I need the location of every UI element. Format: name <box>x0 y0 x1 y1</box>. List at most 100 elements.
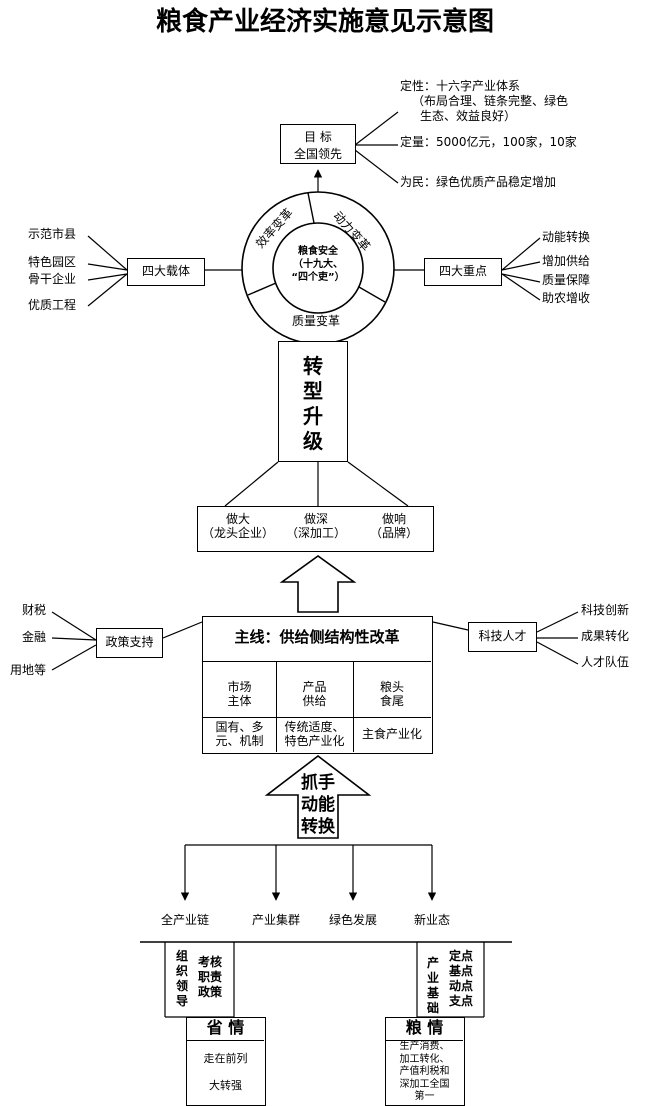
carrier-item-1: 示范市县 <box>28 227 77 241</box>
col-market-head: 市场 主体 <box>203 680 276 709</box>
base-right-col2-3: 动点 <box>449 979 474 993</box>
segment-quality: 质量变革 <box>292 314 341 328</box>
col-grain-head-1: 粮头 <box>379 680 404 694</box>
branch-cluster: 产业集群 <box>251 913 300 927</box>
do-box: 做大 （龙头企业） 做深 （深加工） 做响 （品牌） <box>197 506 434 552</box>
do-loud-label: 做响 <box>381 512 406 526</box>
do-deep-label: 做深 <box>303 512 328 526</box>
branch-full-chain: 全产业链 <box>160 913 209 927</box>
grasp-text: 抓手 动能 转换 <box>288 772 348 838</box>
policy-item-2: 金融 <box>22 630 47 644</box>
goal-label: 目 标 <box>304 130 332 144</box>
base-left-col1-2: 织 <box>175 964 188 978</box>
col-market-head-2: 主体 <box>227 693 252 708</box>
grain-divider <box>386 1040 463 1041</box>
do-big-detail: （龙头企业） <box>201 525 274 540</box>
carrier-item-4: 优质工程 <box>28 298 77 312</box>
base-left-col2-2: 职责 <box>198 970 223 984</box>
base-right-col1-1: 产 <box>426 956 439 970</box>
base-left-col1-1: 组 <box>175 949 188 963</box>
circle-center-line3: “四个吏”） <box>291 272 345 283</box>
col-product-body: 传统适度、 特色产业化 <box>276 720 353 749</box>
province-divider <box>187 1040 264 1041</box>
grain-line-3: 产值利税和 <box>399 1066 450 1077</box>
four-carriers-box: 四大载体 <box>127 258 205 286</box>
focus-item-2: 增加供给 <box>542 254 591 268</box>
mainline-col-divider-2 <box>353 661 354 752</box>
goal-qualitative: 定性：十六字产业体系 <box>400 79 521 93</box>
province-line2: 大转强 <box>209 1079 242 1092</box>
col-product-body-2: 特色产业化 <box>284 733 345 748</box>
province-pillar: 省 情 走在前列 大转强 <box>186 1017 266 1106</box>
carrier-item-3: 骨干企业 <box>28 272 77 286</box>
base-left-col1: 组 织 领 导 <box>172 949 192 1009</box>
goal-for-people: 为民：绿色优质产品稳定增加 <box>400 175 557 189</box>
col-market-head-1: 市场 <box>227 680 252 694</box>
circle-center-line1: 粮食安全 <box>298 246 338 257</box>
goal-quantitative: 定量：5000亿元，100家，10家 <box>400 135 577 149</box>
upgrade-box: 转 型 升 级 <box>278 341 348 462</box>
col-market-body-1: 国有、多 <box>215 720 264 734</box>
do-big-label: 做大 <box>225 512 250 526</box>
col-market-body: 国有、多 元、机制 <box>203 720 276 749</box>
upgrade-char-4: 级 <box>303 429 323 453</box>
base-left-col1-4: 导 <box>175 994 188 1008</box>
mainline-divider <box>203 661 431 662</box>
do-deep: 做深 （深加工） <box>278 512 354 541</box>
col-product-head-1: 产品 <box>302 680 327 694</box>
page-title: 粮食产业经济实施意见示意图 <box>155 7 494 37</box>
upgrade-char-2: 型 <box>303 379 323 403</box>
policy-box: 政策支持 <box>96 628 163 658</box>
col-grain-body-1: 主食产业化 <box>361 727 422 741</box>
circle-center-line2: （十九大、 <box>293 259 343 270</box>
talent-box: 科技人才 <box>468 622 537 652</box>
base-right-col2-2: 基点 <box>449 964 474 978</box>
do-loud: 做响 （品牌） <box>356 512 432 541</box>
mainline-title: 主线：供给侧结构性改革 <box>234 628 400 646</box>
grain-lines: 生产消费、 加工转化、 产值利税和 深加工全国 第一 <box>386 1041 463 1104</box>
four-focus-box: 四大重点 <box>424 258 502 286</box>
branch-new-format: 新业态 <box>413 913 450 927</box>
goal-leading: 全国领先 <box>293 147 342 161</box>
grain-line-2: 加工转化、 <box>399 1053 450 1065</box>
talent-item-2: 成果转化 <box>581 629 630 643</box>
grain-pillar: 粮 情 生产消费、 加工转化、 产值利税和 深加工全国 第一 <box>385 1017 465 1106</box>
base-right-col2: 定点 基点 动点 支点 <box>449 949 473 1009</box>
upgrade-char-1: 转 <box>303 354 323 378</box>
talent-item-3: 人才队伍 <box>581 655 630 669</box>
mainline-row-divider <box>203 717 431 718</box>
goal-qualitative-detail-1: （布局合理、链条完整、绿色 <box>412 94 569 108</box>
mainline-col-divider-1 <box>276 661 277 752</box>
province-label: 省 情 <box>206 1018 245 1037</box>
focus-item-1: 动能转换 <box>542 230 591 244</box>
policy-item-3: 用地等 <box>10 663 47 677</box>
do-deep-detail: （深加工） <box>285 525 346 540</box>
do-big: 做大 （龙头企业） <box>200 512 276 541</box>
upgrade-char-3: 升 <box>303 404 323 428</box>
col-product-head: 产品 供给 <box>276 680 353 709</box>
branch-green: 绿色发展 <box>328 913 377 927</box>
base-right-col2-4: 支点 <box>449 994 474 1008</box>
base-right-col2-1: 定点 <box>449 949 474 963</box>
focus-item-3: 质量保障 <box>542 273 591 287</box>
base-left-col1-3: 领 <box>175 979 188 993</box>
grasp-line1: 抓手 <box>301 773 335 793</box>
col-market-body-2: 元、机制 <box>215 733 264 748</box>
col-product-body-1: 传统适度、 <box>284 720 345 734</box>
grain-line-5: 第一 <box>414 1091 435 1102</box>
focus-item-4: 助农增收 <box>542 291 591 305</box>
base-left-col2-1: 考核 <box>198 955 223 969</box>
mainline-box: 主线：供给侧结构性改革 市场 主体 产品 供给 粮头 食尾 国有、多 元、机制 … <box>202 616 433 754</box>
base-right-col1: 产 业 基 础 <box>423 956 443 1016</box>
goal-box: 目 标 全国领先 <box>280 124 356 164</box>
col-grain-head-2: 食尾 <box>379 693 404 708</box>
goal-qualitative-detail-2: 生态、效益良好） <box>420 109 517 123</box>
base-left-col2-3: 政策 <box>198 985 223 999</box>
grasp-line2: 动能 <box>301 795 335 815</box>
base-left-col2: 考核 职责 政策 <box>198 955 222 1000</box>
policy-item-1: 财税 <box>22 603 47 617</box>
grain-line-4: 深加工全国 <box>399 1078 450 1090</box>
grain-line-1: 生产消费、 <box>399 1041 450 1052</box>
col-product-head-2: 供给 <box>302 693 327 708</box>
